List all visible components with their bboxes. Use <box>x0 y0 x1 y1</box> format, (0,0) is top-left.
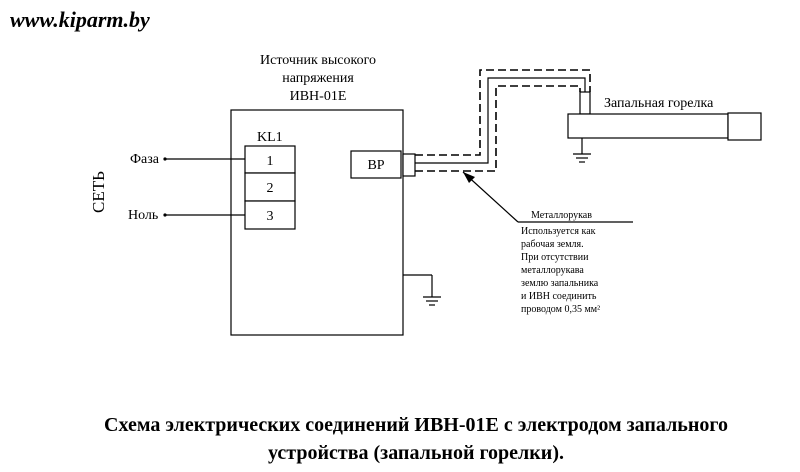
watermark: www.kiparm.by <box>10 7 150 32</box>
source-title-line-1: Источник высокого <box>260 53 376 68</box>
note-line-2: рабочая земля. <box>521 239 584 250</box>
cable-connector <box>402 153 416 177</box>
source-title-line-2: напряжения <box>282 71 354 86</box>
burner-label: Запальная горелка <box>604 96 714 111</box>
source-title-line-3: ИВН-01Е <box>290 89 347 104</box>
note-line-5: землю запальника <box>521 278 599 289</box>
note-line-7: проводом 0,35 мм² <box>521 304 600 315</box>
metal-sleeve-upper <box>415 69 591 156</box>
terminal-3 <box>244 200 296 230</box>
terminal-1-label: 1 <box>267 154 274 169</box>
note-line-3: При отсутствии <box>521 252 589 263</box>
phase-label: Фаза <box>130 152 160 167</box>
relay-label: KL1 <box>257 130 283 145</box>
note-line-6: и ИВН соединить <box>521 291 597 302</box>
caption-line-2: устройства (запальной горелки). <box>268 442 564 464</box>
igniter-burner-tube <box>567 113 729 139</box>
phase-wire-end <box>163 157 167 161</box>
bp-output-box <box>350 150 402 179</box>
network-label: СЕТЬ <box>89 171 108 213</box>
neutral-label: Ноль <box>128 208 158 223</box>
terminal-3-label: 3 <box>267 209 274 224</box>
terminal-2-label: 2 <box>267 181 274 196</box>
note-line-4: металлорукава <box>521 265 584 276</box>
note-leader-line <box>462 171 519 223</box>
metal-sleeve-lower <box>415 85 581 172</box>
note-line-1: Используется как <box>521 226 596 237</box>
caption-line-1: Схема электрических соединений ИВН-01Е с… <box>104 414 728 436</box>
electrode-terminal <box>579 91 591 115</box>
note-leader-arrowhead <box>463 172 475 183</box>
neutral-wire-end <box>163 213 167 217</box>
bp-label: ВР <box>367 158 384 173</box>
hv-conductor <box>415 77 586 164</box>
igniter-burner-head <box>727 112 762 141</box>
metal-sleeve-label: Металлорукав <box>531 210 592 221</box>
